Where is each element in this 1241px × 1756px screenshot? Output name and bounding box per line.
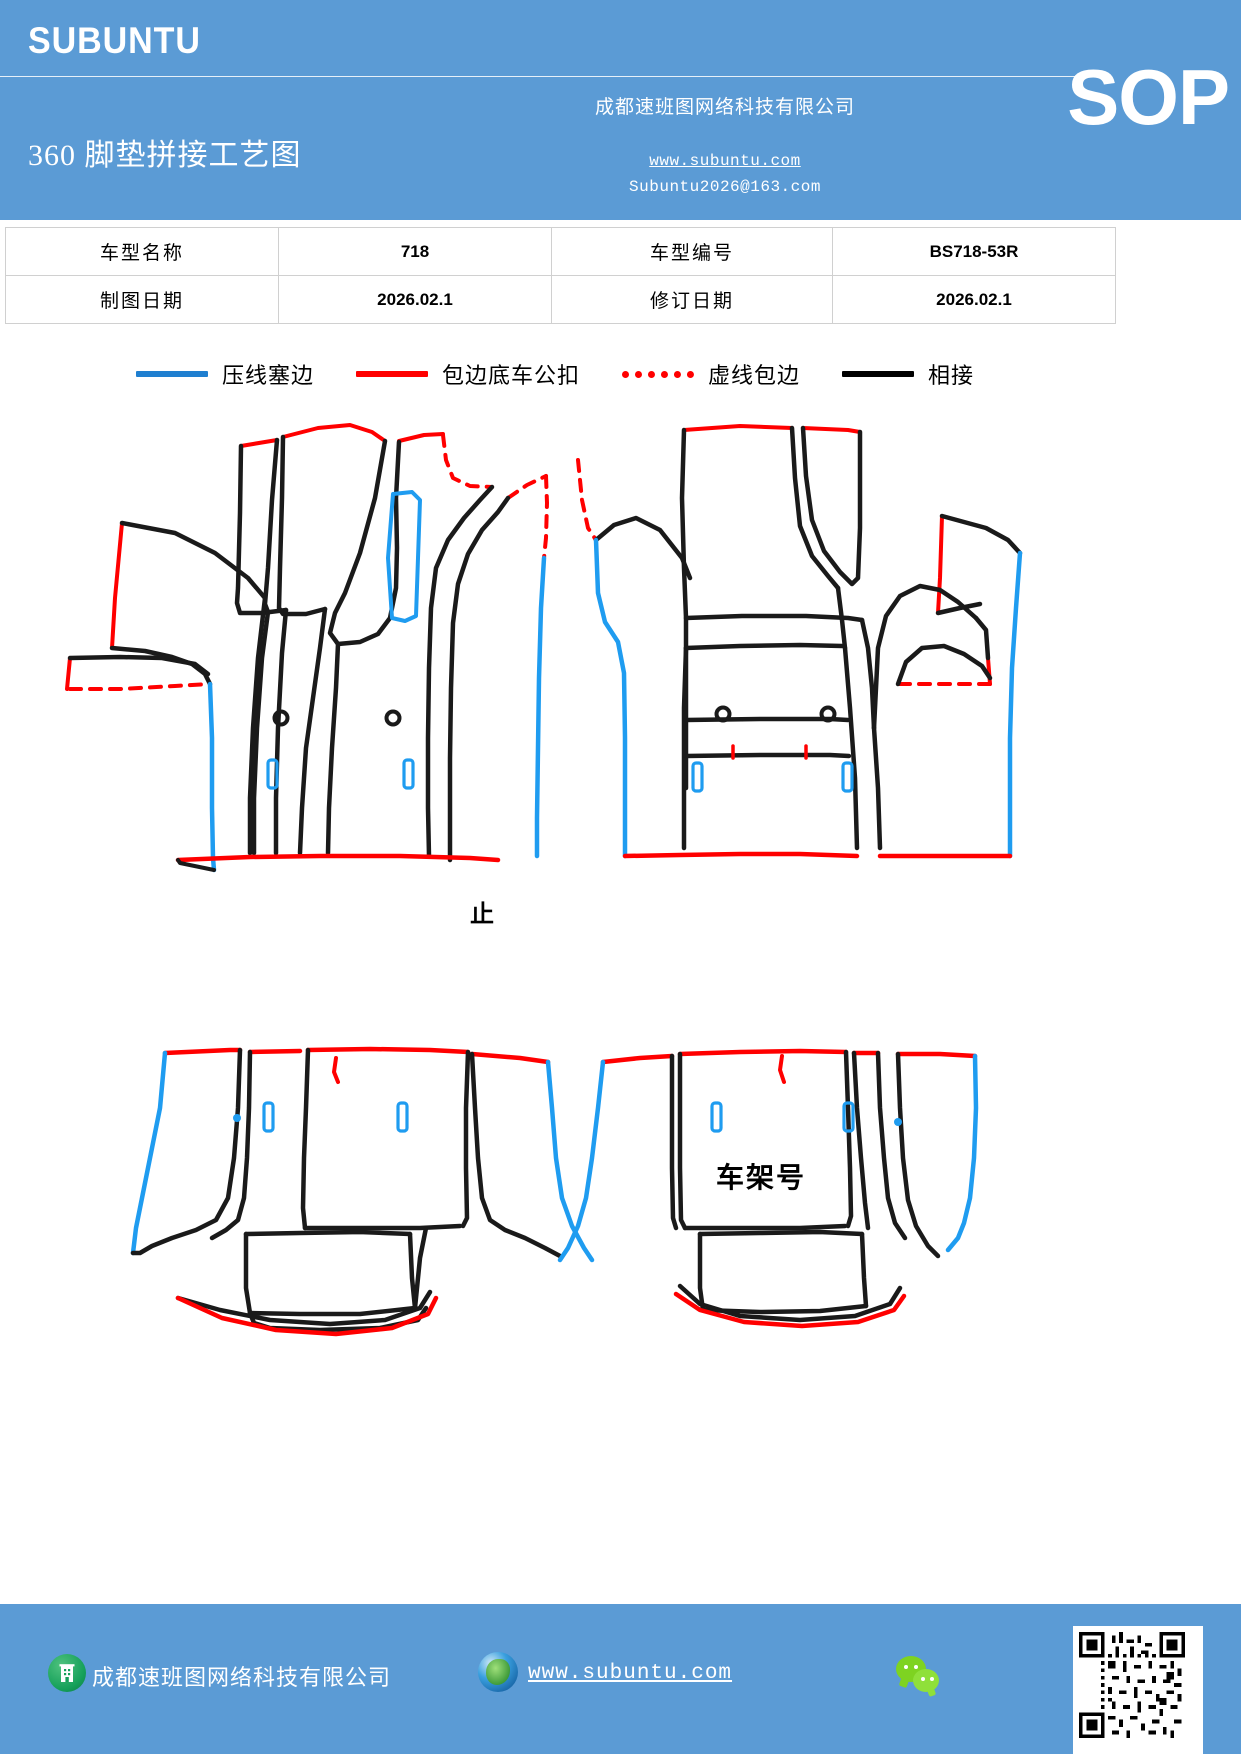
legend-label-dashed-edge: 虚线包边 xyxy=(708,363,801,388)
table-row: 车型名称 718 车型编号 BS718-53R xyxy=(5,227,1116,276)
cell-revise-date-value: 2026.02.1 xyxy=(832,275,1116,324)
legend-label-join: 相接 xyxy=(928,363,975,388)
brand-logo-text: SUBUNTU xyxy=(28,20,201,61)
header-company-name: 成都速班图网络科技有限公司 xyxy=(594,97,855,118)
legend-swatch-red-line-icon xyxy=(355,371,428,377)
wechat-eye xyxy=(914,1665,918,1669)
legend-item-edge-buckle: 包边底车公扣 xyxy=(355,358,580,390)
cell-model-name-label: 车型名称 xyxy=(5,227,279,276)
building-glyph xyxy=(59,1664,75,1682)
legend-item-join: 相接 xyxy=(842,358,974,390)
legend-item-dashed-edge: 虚线包边 xyxy=(622,358,800,390)
annotation-stop-mark: 止 xyxy=(470,902,494,928)
legend-label-seam: 压线塞边 xyxy=(221,363,314,388)
header-website-link[interactable]: www.subuntu.com xyxy=(649,152,801,170)
front-left-mat xyxy=(65,423,549,873)
document-header: SUBUNTU 360 脚垫拼接工艺图 成都速班图网络科技有限公司 www.su… xyxy=(0,0,1241,220)
globe-icon xyxy=(478,1652,518,1692)
wechat-bubble-small xyxy=(913,1669,939,1692)
table-row: 制图日期 2026.02.1 修订日期 2026.02.1 xyxy=(5,275,1116,324)
building-icon xyxy=(48,1654,86,1692)
qr-code-glyph xyxy=(1079,1632,1185,1738)
cell-model-code-value: BS718-53R xyxy=(832,227,1116,276)
front-right-mat xyxy=(576,424,1023,859)
footer-website-link[interactable]: www.subuntu.com xyxy=(528,1662,733,1685)
cell-draw-date-value: 2026.02.1 xyxy=(278,275,552,324)
vehicle-info-table: 车型名称 718 车型编号 BS718-53R 制图日期 2026.02.1 修… xyxy=(5,227,1116,324)
globe-landmass xyxy=(486,1659,510,1685)
cell-model-name-value: 718 xyxy=(278,227,552,276)
page-title: 360 脚垫拼接工艺图 xyxy=(28,139,302,172)
cell-revise-date-label: 修订日期 xyxy=(551,275,833,324)
legend: 压线塞边 包边底车公扣 虚线包边 相接 xyxy=(0,358,1110,390)
annotation-vin-label: 车架号 xyxy=(716,1163,807,1194)
wechat-eye xyxy=(930,1677,934,1681)
legend-swatch-blue-line-icon xyxy=(135,371,208,377)
cell-model-code-label: 车型编号 xyxy=(551,227,833,276)
legend-swatch-red-dotted-line-icon xyxy=(622,370,694,378)
sop-badge: SOP xyxy=(1067,53,1230,141)
wechat-icon xyxy=(896,1656,944,1698)
pattern-svg xyxy=(65,423,1023,1337)
wechat-eye xyxy=(904,1665,908,1669)
wechat-eye xyxy=(921,1677,925,1681)
footer-company-name: 成都速班图网络科技有限公司 xyxy=(92,1665,392,1690)
legend-item-seam: 压线塞边 xyxy=(135,358,314,390)
floor-mat-pattern-drawing: 止 车架号 xyxy=(0,408,1241,1430)
rear-right-mat xyxy=(557,1048,979,1329)
legend-label-edge-buckle: 包边底车公扣 xyxy=(441,363,580,388)
header-divider xyxy=(0,76,1090,77)
qr-code[interactable] xyxy=(1073,1626,1203,1756)
document-footer: 成都速班图网络科技有限公司 www.subuntu.com xyxy=(0,1604,1241,1756)
header-email: Subuntu2026@163.com xyxy=(629,178,821,196)
rear-left-mat xyxy=(130,1046,595,1337)
legend-swatch-black-line-icon xyxy=(842,371,915,377)
cell-draw-date-label: 制图日期 xyxy=(5,275,279,324)
